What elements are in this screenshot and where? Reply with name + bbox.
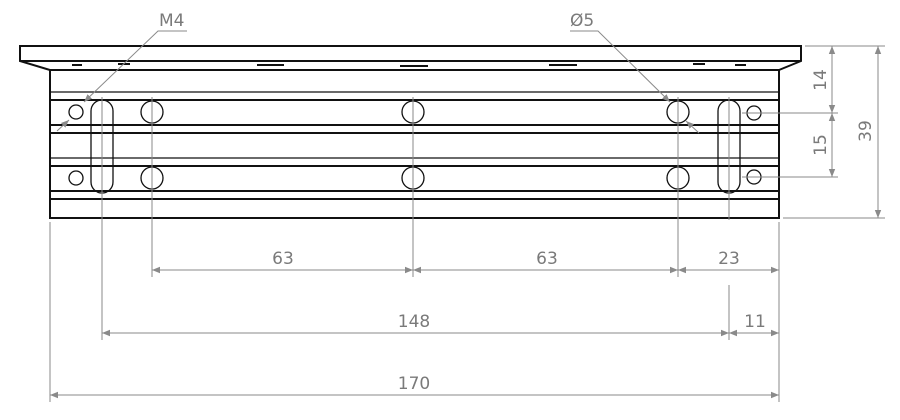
callout-m4: M4	[159, 11, 184, 31]
dim-label-11: 11	[744, 312, 766, 332]
profile-grooves	[50, 91, 779, 200]
slots	[90, 99, 741, 194]
diameter-5-holes	[140, 100, 690, 190]
dim-label-148: 148	[398, 312, 430, 332]
bracket-profile	[19, 45, 802, 219]
dim-label-15: 15	[811, 134, 831, 156]
extension-lines	[49, 45, 885, 402]
dim-label-14: 14	[811, 69, 831, 91]
m4-holes	[68, 104, 762, 186]
dim-label-63-left: 63	[272, 249, 294, 269]
dim-label-39: 39	[856, 120, 876, 142]
dim-label-63-right: 63	[536, 249, 558, 269]
flange-slots	[72, 63, 746, 67]
leader-m4	[56, 30, 187, 132]
dim-label-170: 170	[398, 374, 430, 394]
callout-diameter-5: Ø5	[570, 11, 594, 31]
leader-diameter-5	[570, 30, 700, 134]
dim-label-23: 23	[718, 249, 740, 269]
